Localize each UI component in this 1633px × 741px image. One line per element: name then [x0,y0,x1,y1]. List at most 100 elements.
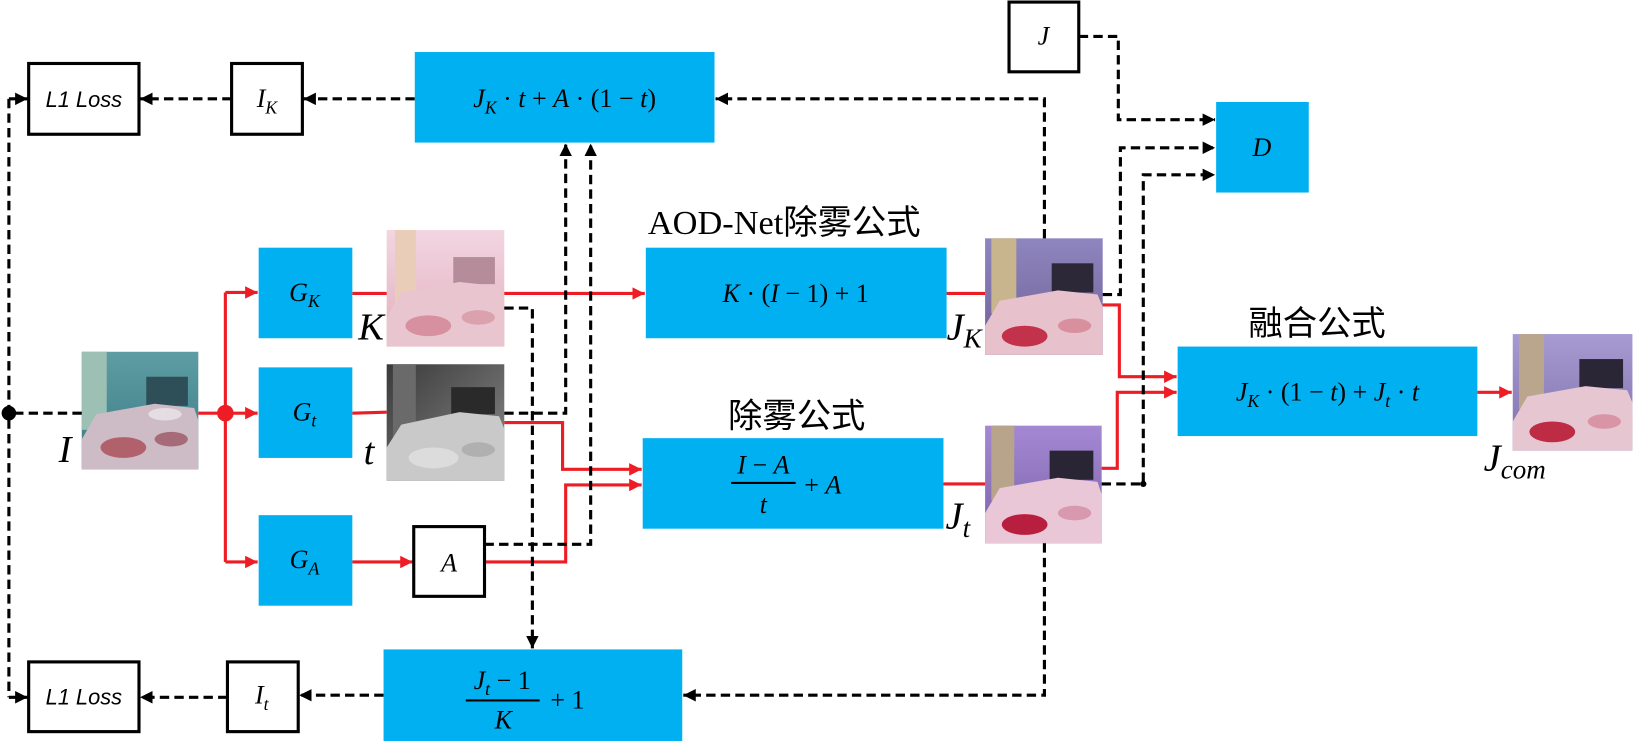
photo-door [395,230,416,303]
l1-loss-bottom-label: L1 Loss [46,685,123,710]
formula-token: + [798,470,826,499]
symbol-subscript: A [307,558,319,578]
photo-cover-pattern [154,431,188,447]
aod-net-formula: K · (I − 1) + 1 [722,279,869,308]
reconstruct-t-formula-box [383,649,683,741]
symbol-subscript: com [1501,455,1546,485]
aod-net-formula-box [645,247,947,339]
j-com-label: Jcom [1484,437,1546,484]
dashed-arrow-t-to-reconstruct-formula [504,143,572,415]
formula-token: A [823,470,841,499]
formula-token: · [497,84,519,113]
j-label: J [1038,22,1051,51]
symbol-base: J [947,306,966,348]
symbol-base: I [254,681,265,710]
photo-cover-pattern [1001,514,1048,535]
photo-headboard [146,376,188,406]
red-split-dot [217,404,234,422]
reconstruct-t-formula-rest: + 1 [544,686,585,715]
dashed-arrow-j-com-to-d [1101,168,1216,486]
fusion-formula: JK · (1 − t) + Jt · t [1236,378,1420,411]
g-k-box [258,247,353,339]
symbol-base: G [290,545,309,574]
formula-token: t [485,679,491,699]
a-box [412,525,487,598]
photo-cover-pattern [1057,318,1092,334]
t-map-label: t [364,431,376,473]
reconstruct-t-formula-denominator: K [494,706,514,735]
formula-token: + [526,84,554,113]
a-label: A [439,548,457,577]
dehaze-formula-title: 除雾公式 [728,398,865,436]
photo-headboard [451,387,495,415]
g-t-label: Gt [293,397,318,430]
photo-headboard [453,257,495,285]
symbol-base: G [293,397,312,426]
k-map-label: K [357,306,386,348]
photo-cover-pattern [408,447,459,469]
dashed-arrow-a-to-reconstruct-formula [484,143,597,546]
formula-token: t [1330,378,1338,407]
dashed-arrow-k-to-bottom-formula [504,306,539,649]
red-arrow-t-to-dehaze-formula [504,420,642,476]
j-box [1007,0,1081,74]
photo-cover-pattern [405,315,452,337]
red-arrow-j-t-to-fusion [1101,386,1177,470]
formula-token: I [769,279,780,308]
j-t-image [985,425,1102,544]
photo-cover-pattern [100,437,147,458]
input-image-label: I [58,429,74,471]
photo-headboard [1051,263,1094,293]
formula-token: K [722,279,742,308]
photo-cover-pattern [461,442,495,457]
g-k-label: GK [289,278,321,311]
formula-token: − 1) + 1 [779,279,869,308]
symbol-subscript: t [311,411,317,431]
red-arrow-j-k-to-fusion [1102,303,1177,383]
reconstruct-k-formula-box [414,52,715,143]
red-arrow-a-to-dehaze-formula [484,478,642,564]
symbol-subscript: K [307,291,321,311]
symbol-base: I [256,84,267,113]
formula-token: · (1 − [569,84,640,113]
formula-token: t [640,84,648,113]
g-a-label: GA [290,545,320,578]
k-map-image [386,230,505,347]
dehaze-formula-denominator: t [760,490,768,519]
aod-net-formula-title: AOD-Net除雾公式 [648,204,921,242]
formula-token: J [1374,378,1387,407]
input-hazy-image [81,351,199,470]
formula-token: A [772,451,790,480]
g-a-box [258,515,353,606]
formula-token: · [1390,378,1412,407]
photo-door [392,364,416,438]
t-map-image [386,364,505,481]
formula-token: J [473,84,486,113]
symbol-subscript: K [264,97,278,117]
i-t-box [225,660,300,734]
photo-cover-pattern [1057,505,1092,521]
formula-token: J [1236,378,1249,407]
dashed-arrow-j-to-d [1078,34,1216,126]
reconstruct-k-formula: JK · t + A · (1 − t) [473,84,656,117]
photo-headboard [1579,359,1624,389]
photo-cover-pattern [1587,414,1621,429]
j-t-label: Jt [946,496,972,543]
dehaze-formula-rest: + A [798,470,842,499]
red-line-g-t-to-t-map [352,410,387,415]
formula-token: · (1 − [1259,378,1330,407]
formula-token: t [1385,391,1391,411]
formula-token: ) + [1337,378,1373,407]
j-k-label: JK [947,306,984,353]
photo-door [991,425,1015,501]
formula-token: A [551,84,569,113]
formula-token: − 1 [490,666,531,695]
formula-token: − [746,451,774,480]
formula-token: t [1412,378,1420,407]
symbol-base: J [1484,437,1503,479]
black-branch-dot [1,405,17,421]
fusion-formula-box [1177,346,1478,437]
l1-loss-top-box [27,61,141,136]
